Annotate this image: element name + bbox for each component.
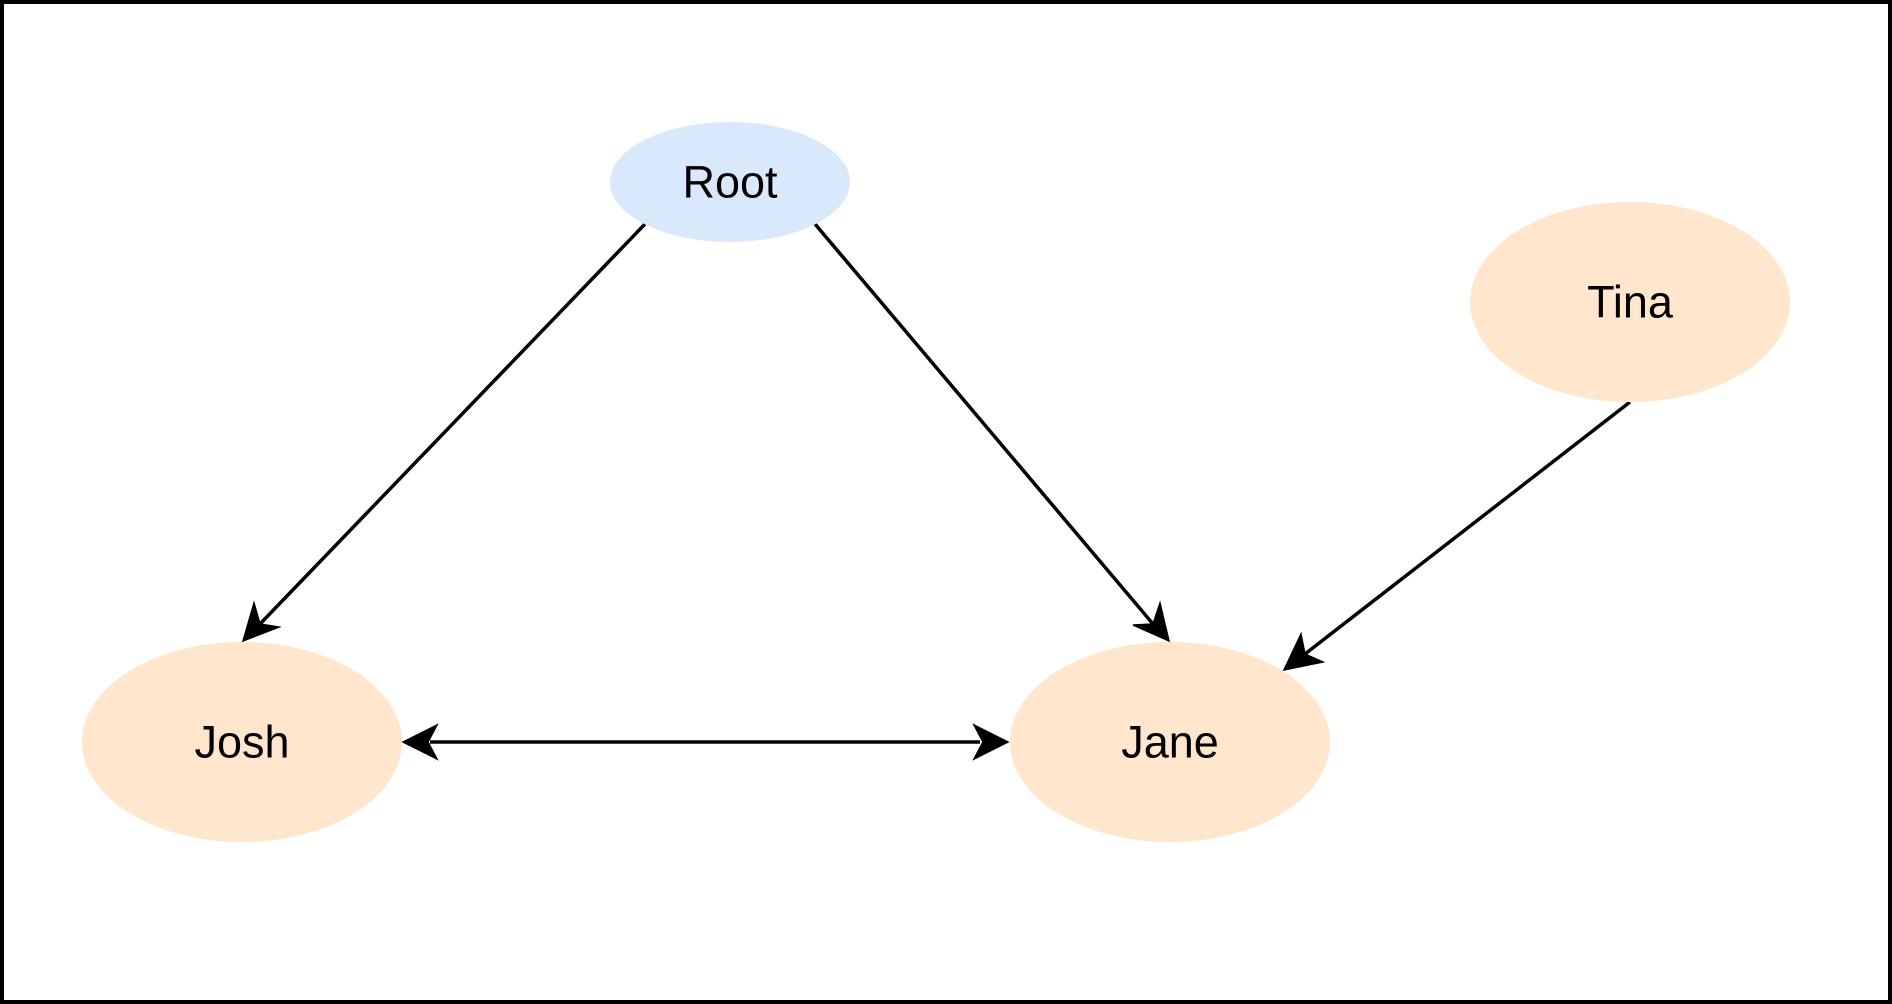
node-root-shape bbox=[610, 122, 850, 242]
node-jane-shape bbox=[1010, 642, 1330, 842]
node-josh-label: Josh bbox=[194, 717, 289, 768]
edge-root-jane-line bbox=[813, 222, 1155, 626]
arrowhead-jane-end bbox=[972, 723, 1010, 761]
node-tina-label: Tina bbox=[1587, 277, 1674, 328]
node-josh[interactable]: Josh bbox=[82, 642, 402, 842]
edge-root-josh-line bbox=[258, 222, 647, 626]
node-josh-shape bbox=[82, 642, 402, 842]
arrowhead-tina-jane bbox=[1282, 631, 1326, 672]
edge-root-to-jane[interactable] bbox=[813, 222, 1171, 643]
edge-josh-jane-bidirectional[interactable] bbox=[401, 723, 1010, 761]
node-jane-label: Jane bbox=[1121, 717, 1219, 768]
edge-tina-to-jane[interactable] bbox=[1282, 400, 1632, 672]
arrowhead-root-josh bbox=[241, 600, 282, 643]
node-root[interactable]: Root bbox=[610, 122, 850, 242]
node-root-label: Root bbox=[682, 157, 778, 208]
edges-layer bbox=[241, 222, 1632, 761]
edge-root-to-josh[interactable] bbox=[241, 222, 647, 643]
arrowhead-josh-end bbox=[401, 723, 439, 761]
arrowhead-root-jane bbox=[1132, 600, 1171, 643]
nodes-layer: Root Tina Josh Jane bbox=[82, 122, 1790, 842]
node-tina-shape bbox=[1470, 202, 1790, 402]
edge-tina-jane-line bbox=[1303, 400, 1632, 656]
node-tina[interactable]: Tina bbox=[1470, 202, 1790, 402]
node-jane[interactable]: Jane bbox=[1010, 642, 1330, 842]
